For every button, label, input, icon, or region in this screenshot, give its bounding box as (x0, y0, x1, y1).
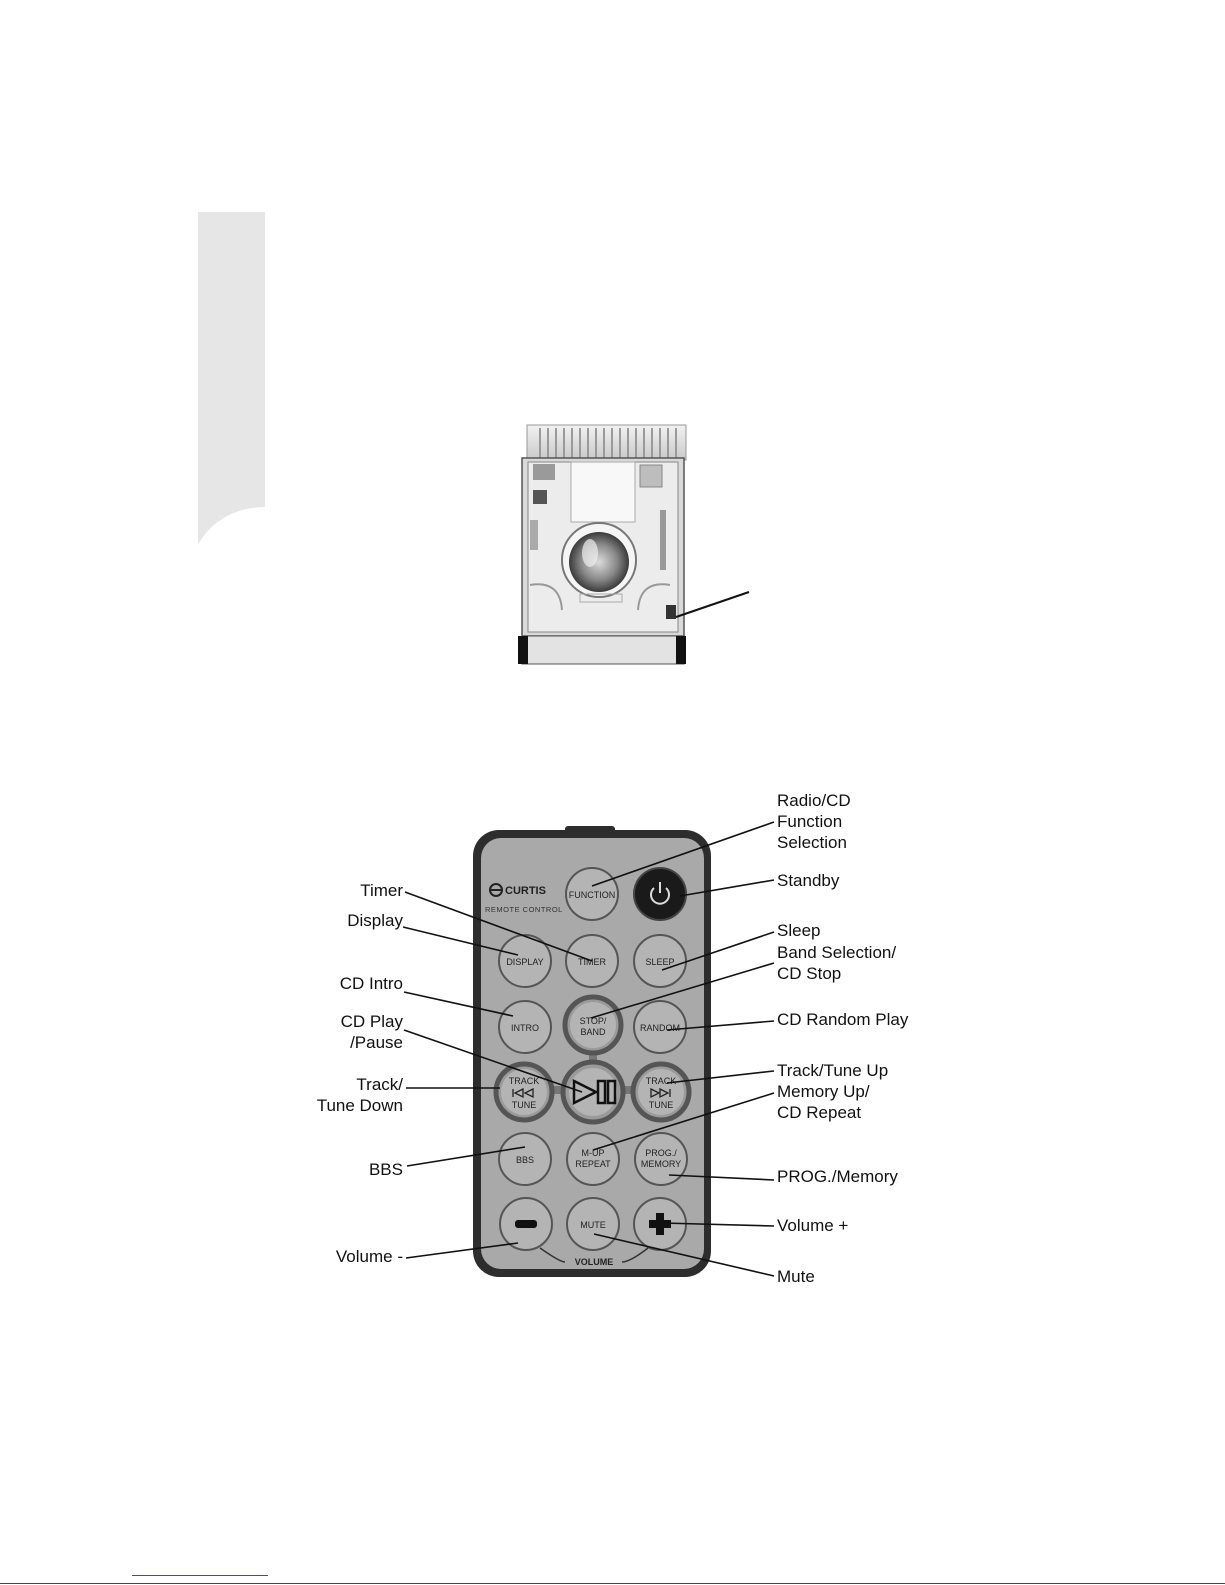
label-mute: Mute (777, 1267, 815, 1286)
svg-text:INTRO: INTRO (511, 1023, 539, 1033)
power-icon (650, 887, 670, 905)
label-timer: Timer (360, 881, 403, 900)
svg-text:TRACK: TRACK (646, 1076, 677, 1086)
label-memory-up: Memory Up/ CD Repeat (777, 1082, 870, 1122)
svg-text:TUNE: TUNE (649, 1100, 674, 1110)
label-standby: Standby (777, 871, 840, 890)
svg-text:BAND: BAND (580, 1027, 606, 1037)
volume-minus-button[interactable] (499, 1197, 553, 1251)
track-tune-down-button[interactable]: TRACK TUNE (493, 1061, 555, 1123)
minus-icon (515, 1220, 537, 1228)
skip-back-icon (512, 1087, 534, 1099)
svg-text:MEMORY: MEMORY (641, 1159, 681, 1169)
svg-text:DISPLAY: DISPLAY (506, 957, 543, 967)
track-tune-up-button[interactable]: TRACK TUNE (630, 1061, 692, 1123)
label-prog-memory: PROG./Memory (777, 1167, 898, 1186)
bbs-button[interactable]: BBS (498, 1132, 552, 1186)
svg-text:REPEAT: REPEAT (575, 1159, 611, 1169)
svg-text:RANDOM: RANDOM (640, 1023, 680, 1033)
label-volume-minus: Volume - (335, 1247, 403, 1266)
random-button[interactable]: RANDOM (633, 1000, 687, 1054)
label-radio-cd-function: Radio/CD Function Selection (777, 791, 851, 852)
label-cd-intro: CD Intro (339, 974, 403, 993)
svg-text:FUNCTION: FUNCTION (569, 890, 616, 900)
plus-icon (649, 1213, 671, 1235)
svg-text:STOP/: STOP/ (580, 1016, 607, 1026)
play-pause-button[interactable] (560, 1059, 626, 1125)
svg-text:PROG./: PROG./ (645, 1148, 677, 1158)
volume-label: VOLUME (575, 1257, 614, 1267)
label-display: Display (347, 911, 403, 930)
label-band-selection: Band Selection/ CD Stop (777, 943, 897, 983)
brand-subtitle: REMOTE CONTROL (485, 905, 563, 914)
label-track-tune-down: Track/ Tune Down (316, 1075, 403, 1115)
label-cd-random-play: CD Random Play (777, 1010, 909, 1029)
standby-button[interactable] (633, 867, 687, 921)
label-sleep: Sleep (777, 921, 821, 940)
function-button[interactable]: FUNCTION (565, 867, 619, 921)
label-track-tune-up: Track/Tune Up (777, 1061, 889, 1080)
curtis-logo: CURTIS REMOTE CONTROL (485, 883, 563, 914)
mute-button[interactable]: MUTE (566, 1197, 620, 1251)
prog-memory-button[interactable]: PROG./ MEMORY (634, 1132, 688, 1186)
play-pause-icon (572, 1078, 617, 1106)
brand-text: CURTIS (505, 885, 546, 897)
svg-text:TUNE: TUNE (512, 1100, 537, 1110)
svg-text:SLEEP: SLEEP (645, 957, 674, 967)
label-bbs: BBS (368, 1160, 403, 1179)
label-volume-plus: Volume + (777, 1216, 849, 1235)
intro-button[interactable]: INTRO (498, 1000, 552, 1054)
footer-link-rule (132, 1575, 268, 1576)
stop-band-button[interactable]: STOP/ BAND (562, 994, 624, 1056)
display-button[interactable]: DISPLAY (498, 934, 552, 988)
svg-text:MUTE: MUTE (580, 1220, 606, 1230)
sleep-button[interactable]: SLEEP (633, 934, 687, 988)
svg-text:TRACK: TRACK (509, 1076, 540, 1086)
svg-text:BBS: BBS (516, 1155, 534, 1165)
page-bottom-rule (0, 1583, 1225, 1584)
m-up-repeat-button[interactable]: M-UP REPEAT (566, 1132, 620, 1186)
svg-text:M-UP: M-UP (582, 1148, 605, 1158)
label-cd-play-pause: CD Play /Pause (340, 1012, 403, 1052)
skip-forward-icon (650, 1087, 671, 1099)
svg-text:TIMER: TIMER (578, 957, 606, 967)
